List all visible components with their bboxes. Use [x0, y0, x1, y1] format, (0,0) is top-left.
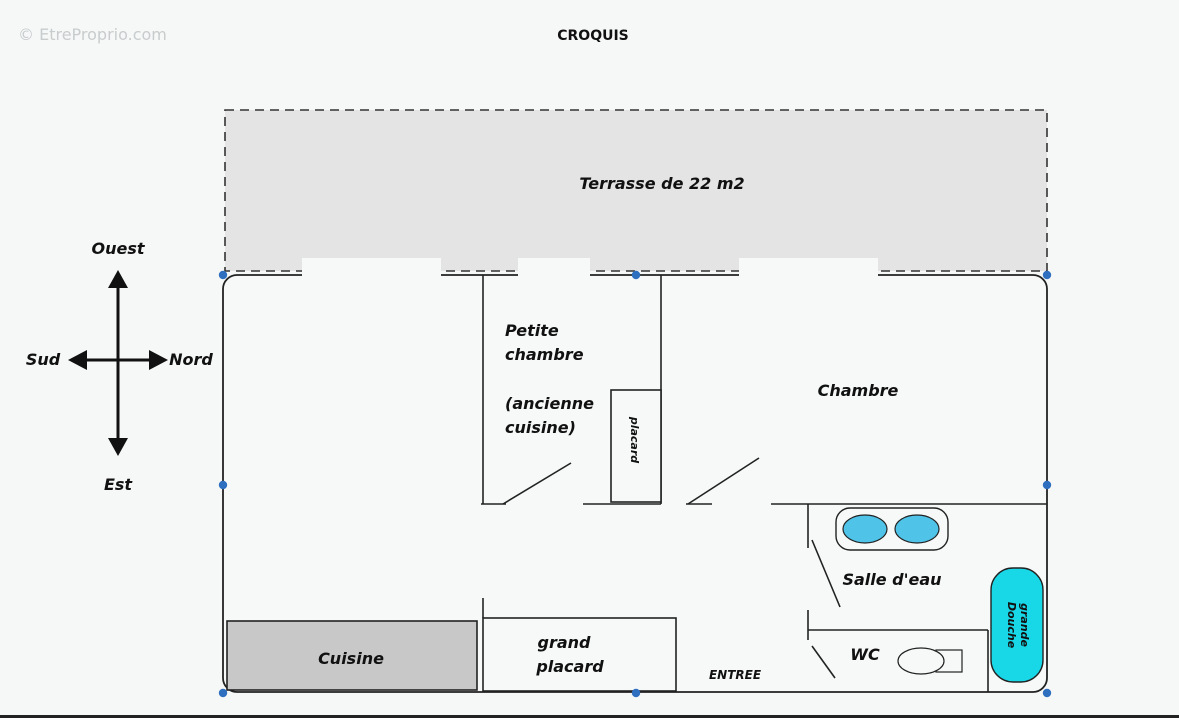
watermark: © EtreProprio.com [18, 25, 167, 44]
closet-label: placard [628, 416, 641, 463]
resize-handle[interactable] [218, 688, 228, 698]
sink-basin [842, 514, 888, 544]
svg-text:Petite: Petite [505, 321, 559, 340]
resize-handle[interactable] [218, 270, 228, 280]
svg-text:grand: grand [538, 633, 592, 652]
compass-east: Est [104, 475, 133, 494]
toilet-bowl [897, 647, 945, 675]
arrow-down-icon [108, 438, 128, 456]
resize-handle[interactable] [1042, 270, 1052, 280]
resize-handle[interactable] [1042, 480, 1052, 490]
closet-box [610, 389, 662, 503]
arrow-left-icon [68, 350, 87, 370]
small-bedroom-label: Petite chambre (ancienne cuisine) [505, 321, 594, 437]
kitchen-counter [226, 620, 478, 691]
compass-north: Nord [169, 350, 213, 369]
svg-text:chambre: chambre [505, 345, 584, 364]
kitchen-label: Cuisine [318, 649, 384, 668]
window-opening [302, 258, 441, 278]
svg-text:placard: placard [535, 657, 604, 676]
sink-basin [894, 514, 940, 544]
shower [990, 567, 1044, 683]
window-opening [739, 258, 878, 278]
plan-title: CROQUIS [557, 28, 629, 44]
arrow-right-icon [149, 350, 168, 370]
bathroom-label: Salle d'eau [842, 570, 941, 589]
selection-handles [218, 270, 1052, 698]
resize-handle[interactable] [631, 270, 641, 280]
bedroom-label: Chambre [818, 381, 899, 400]
shower-label: grande Douche [1005, 602, 1031, 649]
entrance-label: ENTREE [709, 668, 762, 682]
bottom-border [0, 715, 1179, 718]
svg-text:(ancienne: (ancienne [505, 394, 594, 413]
large-closet [482, 617, 677, 692]
svg-text:grande: grande [1018, 603, 1031, 647]
compass-south: Sud [26, 350, 61, 369]
resize-handle[interactable] [1042, 688, 1052, 698]
svg-text:cuisine): cuisine) [505, 418, 576, 437]
terrace-label: Terrasse de 22 m2 [579, 174, 744, 193]
wc-label: WC [850, 645, 880, 664]
svg-text:Douche: Douche [1005, 602, 1018, 649]
window-opening [518, 258, 590, 278]
resize-handle[interactable] [631, 688, 641, 698]
compass-rose: Ouest Est Sud Nord [26, 239, 214, 494]
large-closet-label: grand placard [535, 633, 604, 676]
arrow-up-icon [108, 270, 128, 288]
terrace-area [224, 109, 1048, 272]
resize-handle[interactable] [218, 480, 228, 490]
compass-west: Ouest [91, 239, 145, 258]
